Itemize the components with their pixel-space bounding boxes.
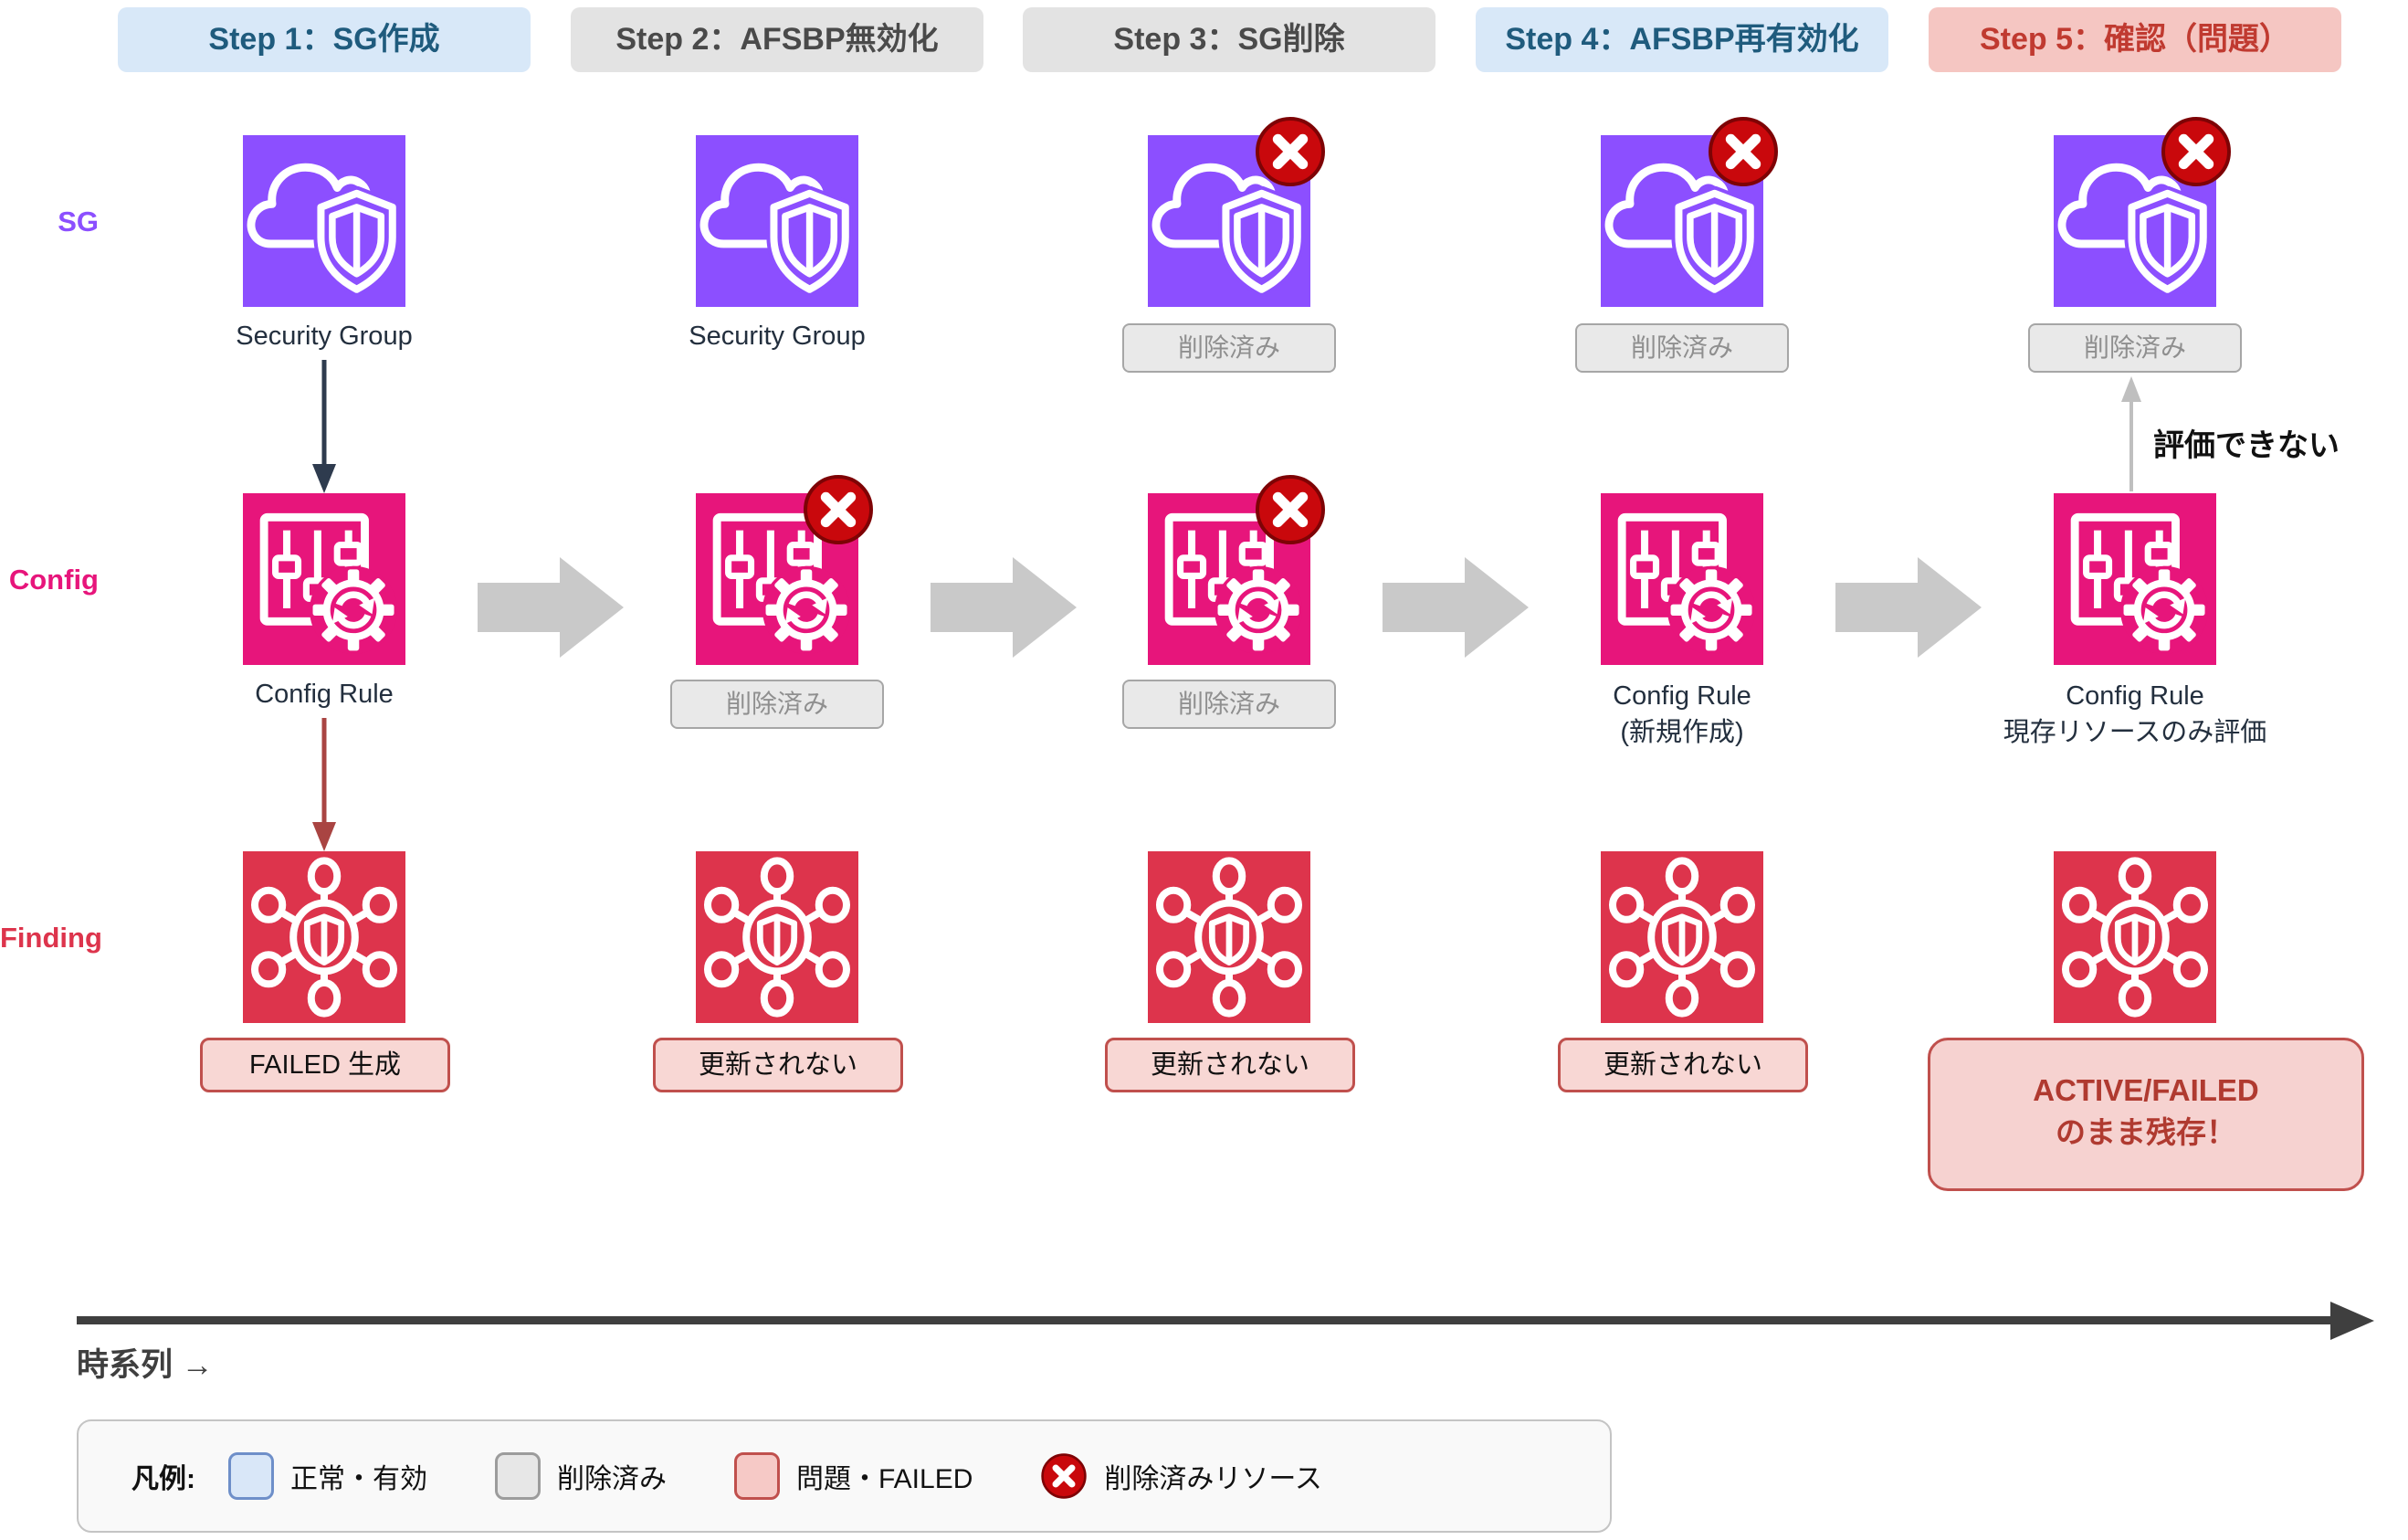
config-caption: Config Rule 現存リソースのみ評価: [1934, 678, 2336, 751]
deleted-x-badge-icon: [802, 473, 875, 546]
config-caption-line1: Config Rule: [2066, 681, 2204, 711]
config-rule-icon: [1601, 493, 1763, 665]
deleted-x-badge-icon: [1254, 473, 1327, 546]
down-arrow-dark-icon: [312, 360, 336, 493]
security-group-icon: [243, 135, 405, 307]
legend-item-deleted-resource: 削除済みリソース: [1040, 1452, 1322, 1500]
config-caption-line2: 現存リソースのみ評価: [2003, 718, 2267, 747]
finding-hub-icon: [243, 851, 405, 1023]
legend-title: 凡例:: [131, 1464, 195, 1494]
timeline-arrowhead-icon: [2330, 1302, 2374, 1340]
legend-item-active: 正常・有効: [228, 1452, 427, 1500]
legend-swatch-active-icon: [228, 1452, 274, 1500]
deleted-status-box: 削除済み: [2028, 323, 2242, 373]
step-chip-4: Step 4：AFSBP再有効化: [1476, 7, 1888, 72]
legend-swatch-problem-icon: [734, 1452, 780, 1500]
deleted-x-badge-icon: [1707, 115, 1780, 188]
deleted-x-badge-icon: [1254, 115, 1327, 188]
finding-hub-icon: [1148, 851, 1310, 1023]
finding-status-box: FAILED 生成: [200, 1038, 450, 1092]
config-caption: Config Rule: [255, 680, 394, 709]
finding-hub-icon: [2054, 851, 2216, 1023]
cannot-evaluate-label: 評価できない: [2153, 428, 2340, 463]
deleted-status-box: 削除済み: [1122, 323, 1336, 373]
sg-caption: Security Group: [236, 322, 413, 351]
flow-arrow-icon: [1383, 557, 1529, 658]
sg-caption: Security Group: [689, 322, 866, 351]
legend-x-badge-icon: [1040, 1452, 1088, 1500]
down-arrow-red-icon: [312, 718, 336, 851]
legend-item-problem: 問題・FAILED: [734, 1452, 973, 1500]
step-chip-5: Step 5：確認（問題）: [1929, 7, 2341, 72]
legend-item-deleted: 削除済み: [495, 1452, 667, 1500]
up-arrow-gray-icon: [2121, 376, 2141, 491]
config-caption: Config Rule (新規作成): [1481, 678, 1883, 751]
config-caption-line2: (新規作成): [1620, 718, 1744, 747]
legend-swatch-deleted-icon: [495, 1452, 541, 1500]
flow-arrow-icon: [931, 557, 1077, 658]
finding-status-box: 更新されない: [1558, 1038, 1808, 1092]
legend-item-label: 削除済み: [557, 1464, 667, 1494]
deleted-x-badge-icon: [2160, 115, 2233, 188]
legend-item-label: 正常・有効: [290, 1464, 427, 1494]
finding-hub-icon: [696, 851, 858, 1023]
flow-arrow-icon: [1835, 557, 1982, 658]
row-label-finding: Finding: [0, 922, 102, 954]
config-rule-icon: [2054, 493, 2216, 665]
security-group-icon: [696, 135, 858, 307]
config-rule-icon: [243, 493, 405, 665]
step-chip-3: Step 3：SG削除: [1023, 7, 1435, 72]
row-label-sg: SG: [58, 206, 99, 237]
legend-box: 凡例: 正常・有効 削除済み 問題・FAILED 削除済みリソース: [77, 1419, 1612, 1533]
deleted-status-box: 削除済み: [1575, 323, 1789, 373]
row-label-config: Config: [8, 564, 99, 596]
deleted-status-box: 削除済み: [670, 680, 884, 729]
step-chip-2: Step 2：AFSBP無効化: [571, 7, 983, 72]
deleted-status-box: 削除済み: [1122, 680, 1336, 729]
legend-item-label: 問題・FAILED: [796, 1464, 973, 1494]
finding-remains-line2: のまま残存！: [2056, 1115, 2236, 1149]
config-caption-line1: Config Rule: [1613, 681, 1751, 711]
finding-remains-line1: ACTIVE/FAILED: [2033, 1073, 2259, 1107]
flow-arrow-icon: [478, 557, 624, 658]
finding-status-box: 更新されない: [1105, 1038, 1355, 1092]
legend-item-label: 削除済みリソース: [1104, 1464, 1322, 1494]
finding-status-box: 更新されない: [653, 1038, 903, 1092]
finding-hub-icon: [1601, 851, 1763, 1023]
timeline-label: 時系列 →: [77, 1347, 214, 1383]
finding-remains-box: ACTIVE/FAILED のまま残存！: [1928, 1038, 2364, 1191]
timeline-line: [77, 1316, 2334, 1324]
step-chip-1: Step 1：SG作成: [118, 7, 531, 72]
